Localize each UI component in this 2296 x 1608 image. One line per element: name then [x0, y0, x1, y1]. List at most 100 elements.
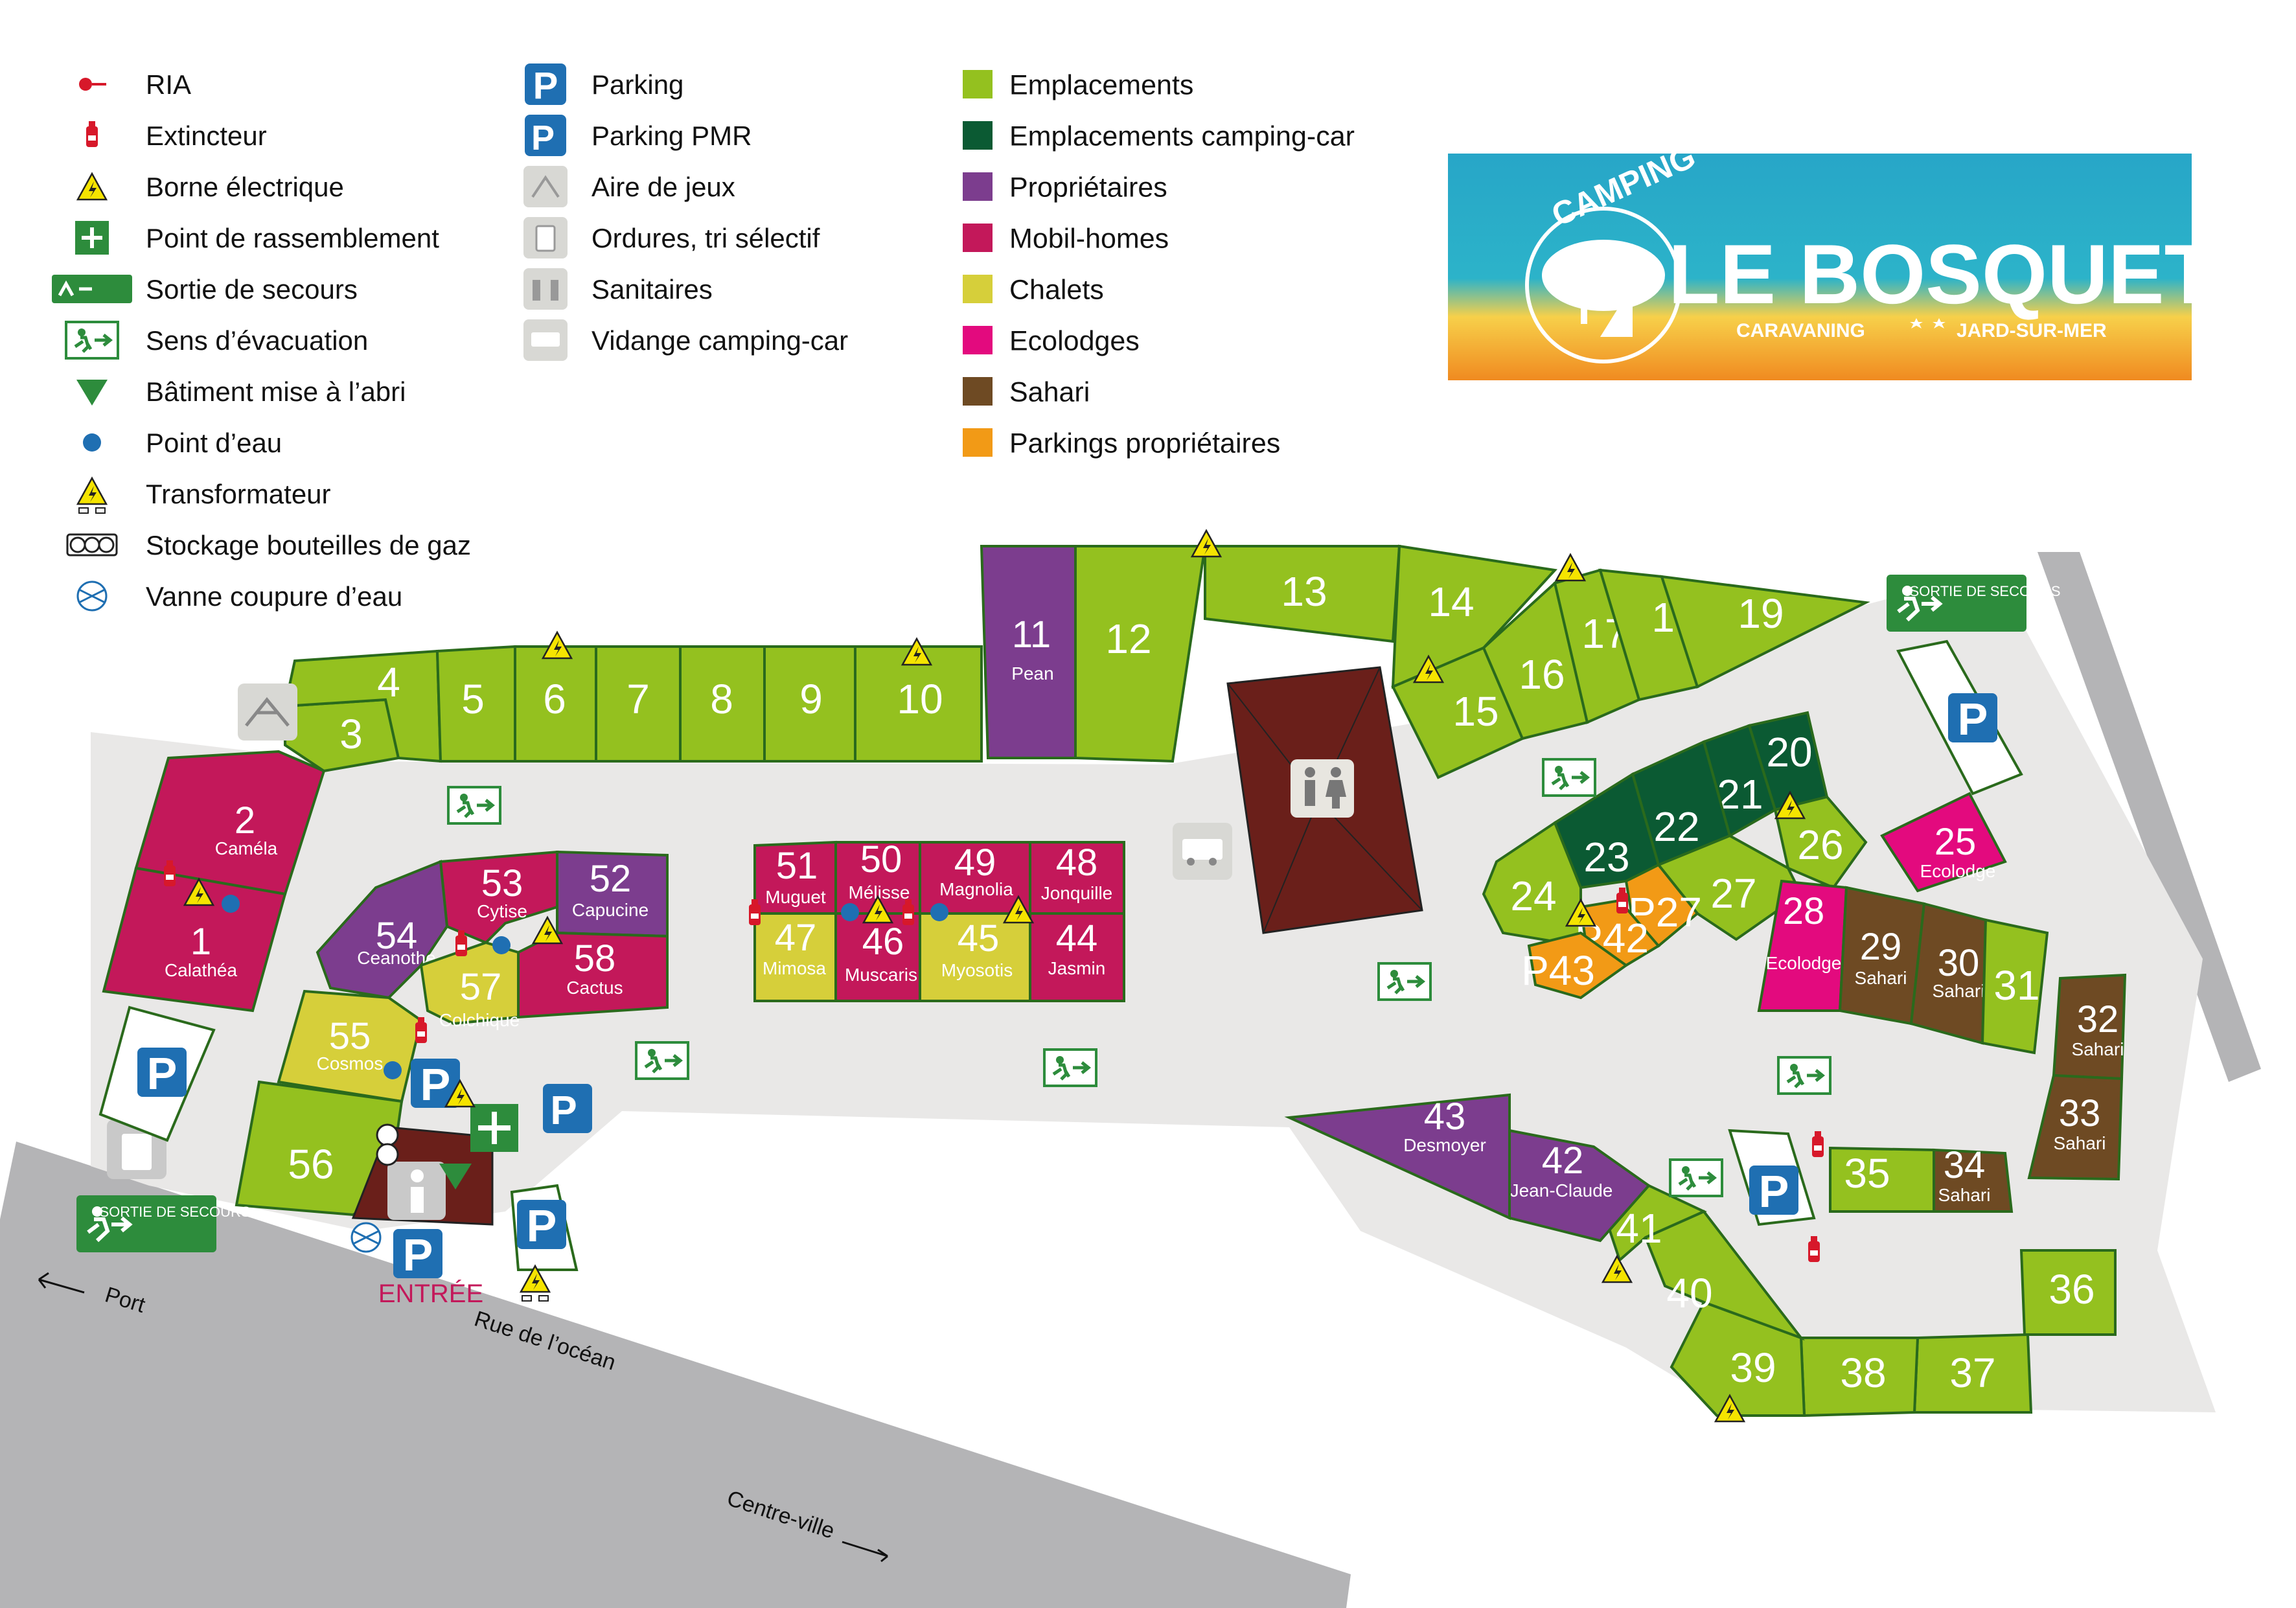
plot-6[interactable]: 6 — [514, 645, 597, 763]
plot-name: Myosotis — [941, 960, 1013, 980]
legend-label: Parkings propriétaires — [1009, 428, 1280, 459]
plot-name: Ecolodge — [1766, 953, 1842, 973]
plot-26[interactable]: 26 — [1773, 795, 1868, 890]
parking-icon[interactable] — [1948, 693, 1997, 744]
plot-name: Muguet — [765, 887, 826, 907]
plot-38[interactable]: 38 — [1799, 1337, 1920, 1418]
plot-number: 34 — [1944, 1144, 1986, 1186]
plot-19[interactable]: 19 — [1660, 575, 1870, 689]
plot-name: Sahari — [2054, 1133, 2106, 1153]
plot-35[interactable]: 35 — [1829, 1146, 1935, 1213]
water-point-icon — [83, 433, 101, 452]
legend-label: Vidange camping-car — [591, 325, 848, 356]
parking-icon[interactable] — [517, 1200, 566, 1251]
plot-36[interactable]: 36 — [2019, 1249, 2117, 1336]
plot-22[interactable]: 22 — [1631, 740, 1732, 867]
plot-number: 48 — [1056, 842, 1098, 884]
plot-name: Ecolodge — [1920, 861, 1996, 881]
plot-number: 4 — [377, 659, 400, 706]
legend-swatch — [963, 224, 993, 252]
plot-number: 31 — [1993, 962, 2039, 1009]
plot-5[interactable]: 5 — [435, 645, 516, 763]
legend-label: Stockage bouteilles de gaz — [146, 530, 471, 560]
plot-number: 35 — [1844, 1150, 1890, 1197]
transformer-icon — [76, 477, 108, 514]
plot-40[interactable]: 40 — [1644, 1210, 1805, 1341]
plot-number: 11 — [1012, 614, 1051, 656]
svg-text:P: P — [533, 65, 558, 107]
plot-number: 22 — [1653, 803, 1699, 850]
parking-icon[interactable] — [137, 1048, 187, 1099]
plot-number: 19 — [1738, 590, 1784, 637]
plot-12[interactable]: 12 — [1074, 545, 1207, 763]
plot-number: 43 — [1424, 1096, 1466, 1138]
legend-item: Borne électrique — [76, 172, 344, 202]
parking-icon[interactable] — [1749, 1166, 1798, 1217]
plot-13[interactable]: 13 — [1204, 545, 1401, 643]
plot-8[interactable]: 8 — [679, 645, 766, 763]
plot-name: Jonquille — [1041, 883, 1113, 903]
plot-number: 49 — [954, 842, 996, 884]
plot-p43[interactable]: P43 — [1521, 931, 1629, 1000]
plot-9[interactable]: 9 — [763, 645, 856, 763]
plot-name: Muscaris — [845, 965, 917, 985]
plot-name: Magnolia — [939, 879, 1013, 899]
legend-item: Stockage bouteilles de gaz — [66, 530, 471, 560]
electric-terminal-icon — [1191, 529, 1222, 558]
plot-7[interactable]: 7 — [595, 645, 682, 763]
plot-number: 46 — [862, 921, 904, 963]
shelter-building-icon — [439, 1164, 472, 1189]
legend-label: Borne électrique — [146, 172, 344, 202]
parking-pmr-icon[interactable]: P — [543, 1084, 592, 1133]
logo-name-text: LE BOSQUET — [1668, 227, 2216, 321]
plot-name: Sahari — [1933, 981, 1985, 1001]
plot-16[interactable]: 16 — [1482, 580, 1589, 741]
legend-label: Extincteur — [146, 121, 267, 151]
plot-number: 33 — [2059, 1092, 2101, 1134]
shelter-building-icon — [76, 380, 108, 406]
sanitary-building[interactable] — [1226, 666, 1423, 934]
plot-10[interactable]: 10 — [854, 645, 983, 763]
legend-item: Extincteur — [86, 121, 267, 151]
legend-swatch — [963, 275, 993, 303]
evacuation-direction-icon — [66, 322, 118, 358]
legend-label: Point d’eau — [146, 428, 282, 458]
plot-number: 51 — [776, 845, 818, 887]
logo-tagline-left: CARAVANING — [1736, 320, 1865, 341]
plot-number: 8 — [710, 676, 733, 722]
plot-number: 39 — [1730, 1344, 1776, 1391]
plot-39[interactable]: 39 — [1670, 1300, 1806, 1417]
plot-number: 38 — [1840, 1350, 1886, 1396]
plot-name: Jean-Claude — [1510, 1180, 1613, 1200]
trash-icon — [523, 217, 568, 258]
parking-icon[interactable] — [393, 1229, 442, 1280]
plot-31[interactable]: 31 — [1980, 918, 2049, 1055]
legend-item: Vanne coupure d’eau — [76, 580, 402, 612]
plot-37[interactable]: 37 — [1912, 1333, 2033, 1414]
